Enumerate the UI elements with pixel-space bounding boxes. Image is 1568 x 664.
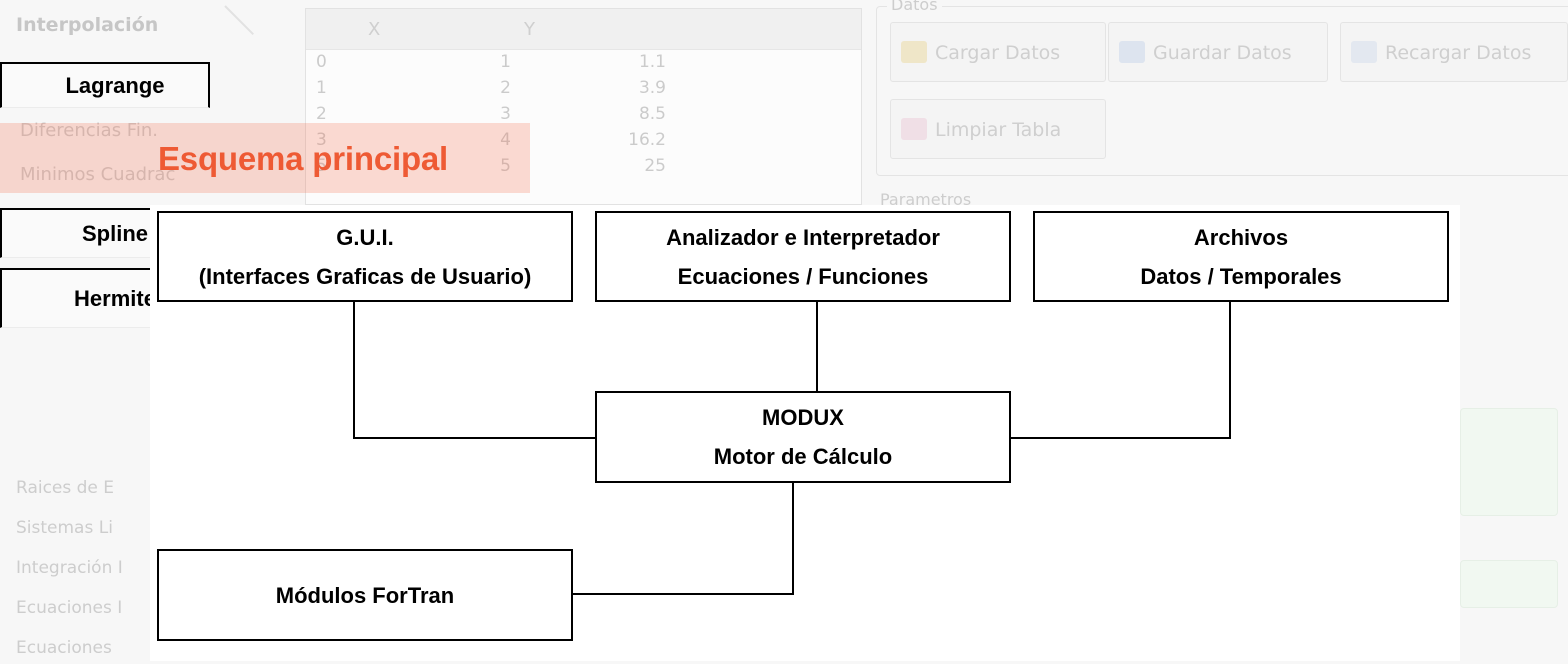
row-index: 2 xyxy=(316,104,327,124)
row-index: 1 xyxy=(316,78,327,98)
table-row[interactable]: 5 5 25 xyxy=(306,156,671,180)
row-index: 3 xyxy=(316,130,327,150)
connector-lines xyxy=(353,301,1231,595)
sidebar-item-label: Lagrange xyxy=(65,72,165,98)
row-index: 5 xyxy=(316,156,327,176)
cell-y: 3.9 xyxy=(638,78,666,98)
fortran-box: Módulos ForTran xyxy=(157,549,573,641)
tab-edge xyxy=(224,5,254,35)
cell-x: 3 xyxy=(500,104,511,124)
reload-data-label: Recargar Datos xyxy=(1385,42,1532,64)
gui-box: G.U.I. (Interfaces Graficas de Usuario) xyxy=(157,211,573,302)
floppy-icon xyxy=(1119,41,1145,63)
parametros-group-label: Parametros xyxy=(876,190,976,209)
row-index: 0 xyxy=(316,52,327,72)
architecture-diagram: G.U.I. (Interfaces Graficas de Usuario) … xyxy=(150,205,1460,661)
reload-data-button[interactable]: Recargar Datos xyxy=(1340,22,1568,82)
heading-band xyxy=(0,123,530,193)
sidebar-section-raices[interactable]: Raices de E xyxy=(0,472,210,504)
engine-box: MODUX Motor de Cálculo xyxy=(595,391,1011,483)
sidebar-item-lagrange[interactable]: Lagrange xyxy=(0,62,210,108)
engine-subtitle: Motor de Cálculo xyxy=(713,444,893,469)
sidebar-section-sistemas[interactable]: Sistemas Li xyxy=(0,512,210,544)
sidebar-section-label: Ecuaciones xyxy=(16,638,112,658)
sidebar-section-label: Raices de E xyxy=(16,478,115,498)
result-panel xyxy=(1460,560,1558,608)
cell-x: 1 xyxy=(500,52,511,72)
folder-icon xyxy=(901,41,927,63)
save-data-button[interactable]: Guardar Datos xyxy=(1108,22,1328,82)
cell-y: 1.1 xyxy=(638,52,666,72)
sidebar-item-minimos[interactable]: Minimos Cuadrac xyxy=(0,162,210,188)
load-data-label: Cargar Datos xyxy=(935,42,1061,64)
engine-title: MODUX xyxy=(762,405,844,430)
clear-table-button[interactable]: Limpiar Tabla xyxy=(890,99,1106,159)
sidebar-item-diferencias[interactable]: Diferencias Fin. xyxy=(0,118,210,144)
fortran-title: Módulos ForTran xyxy=(275,582,455,608)
gui-title: G.U.I. xyxy=(336,224,394,250)
cell-x: 5 xyxy=(500,156,511,176)
parser-box: Analizador e Interpretador Ecuaciones / … xyxy=(595,211,1011,302)
sidebar-item-label: Hermite xyxy=(74,285,156,311)
reload-icon xyxy=(1351,41,1377,63)
sidebar-header: Interpolación xyxy=(0,0,300,50)
datos-group: Datos xyxy=(876,0,1568,176)
load-data-button[interactable]: Cargar Datos xyxy=(890,22,1106,82)
column-header-x: X xyxy=(368,19,381,40)
sidebar-section-label: Sistemas Li xyxy=(16,518,113,538)
sidebar-item-label: Spline xyxy=(81,220,148,246)
parser-subtitle: Ecuaciones / Funciones xyxy=(677,263,929,289)
engine-to-fortran-connector xyxy=(572,482,794,595)
cell-x: 4 xyxy=(500,130,511,150)
save-data-label: Guardar Datos xyxy=(1153,42,1292,64)
sidebar-section-label: Integración I xyxy=(16,558,123,578)
table-row[interactable]: 3 4 16.2 xyxy=(306,130,671,154)
gui-to-engine-connector xyxy=(353,301,596,439)
eraser-icon xyxy=(901,118,927,140)
parser-title: Analizador e Interpretador xyxy=(666,224,940,250)
cell-y: 8.5 xyxy=(638,104,666,124)
files-box: Archivos Datos / Temporales xyxy=(1033,211,1449,302)
sidebar-section-ecuaciones-2[interactable]: Ecuaciones xyxy=(0,632,210,664)
cell-y: 25 xyxy=(644,156,666,176)
files-title: Archivos xyxy=(1193,224,1289,250)
sidebar-section-ecuaciones-1[interactable]: Ecuaciones I xyxy=(0,592,210,624)
column-header-y: Y xyxy=(524,19,535,40)
result-panel xyxy=(1460,408,1558,516)
gui-subtitle: (Interfaces Graficas de Usuario) xyxy=(198,263,532,289)
sidebar-section-integracion[interactable]: Integración I xyxy=(0,552,210,584)
cell-y: 16.2 xyxy=(628,130,666,150)
table-header: X Y xyxy=(306,9,861,50)
sidebar-title: Interpolación xyxy=(16,14,159,36)
sidebar-section-label: Ecuaciones I xyxy=(16,598,123,618)
datos-group-label: Datos xyxy=(887,0,942,14)
slide-heading: Esquema principal xyxy=(158,140,449,177)
sidebar-item-label: Minimos Cuadrac xyxy=(20,164,176,185)
files-subtitle: Datos / Temporales xyxy=(1140,263,1342,289)
clear-table-label: Limpiar Tabla xyxy=(935,119,1062,141)
sidebar-item-label: Diferencias Fin. xyxy=(20,120,158,141)
files-to-engine-connector xyxy=(1010,301,1231,439)
cell-x: 2 xyxy=(500,78,511,98)
